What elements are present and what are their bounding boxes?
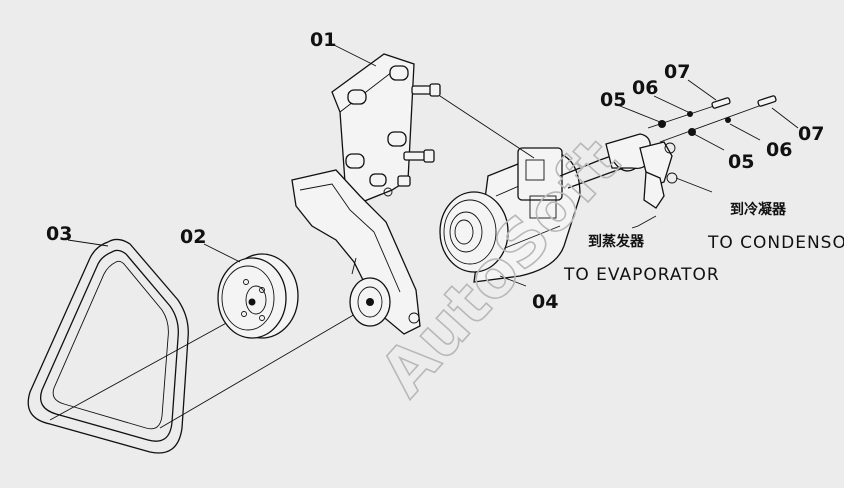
refrigerant-hoses xyxy=(559,133,678,209)
leader-lines xyxy=(67,43,799,287)
note-to-condenser-cn: 到冷凝器 xyxy=(730,201,787,218)
callout-05-lower: 05 xyxy=(728,151,754,173)
belt-line-upper xyxy=(49,309,251,421)
callout-07-lower: 07 xyxy=(798,123,824,145)
callout-02: 02 xyxy=(180,226,206,248)
belt-line-lower xyxy=(159,309,363,429)
callout-01: 01 xyxy=(310,29,336,51)
callout-06-upper: 06 xyxy=(632,77,658,99)
note-to-evaporator-en: TO EVAPORATOR xyxy=(563,265,720,285)
drive-belt xyxy=(27,238,189,454)
idler-pulley xyxy=(349,257,391,327)
ac-compressor xyxy=(439,147,581,283)
callout-05-upper: 05 xyxy=(600,89,626,111)
callout-07-upper: 07 xyxy=(664,61,690,83)
note-to-condenser-en: TO CONDENSOR xyxy=(707,233,844,253)
callout-03: 03 xyxy=(46,223,72,245)
crank-pulley xyxy=(217,253,299,339)
note-to-evaporator-cn: 到蒸发器 xyxy=(588,233,645,250)
callout-04: 04 xyxy=(532,291,558,313)
callout-06-lower: 06 xyxy=(766,139,792,161)
